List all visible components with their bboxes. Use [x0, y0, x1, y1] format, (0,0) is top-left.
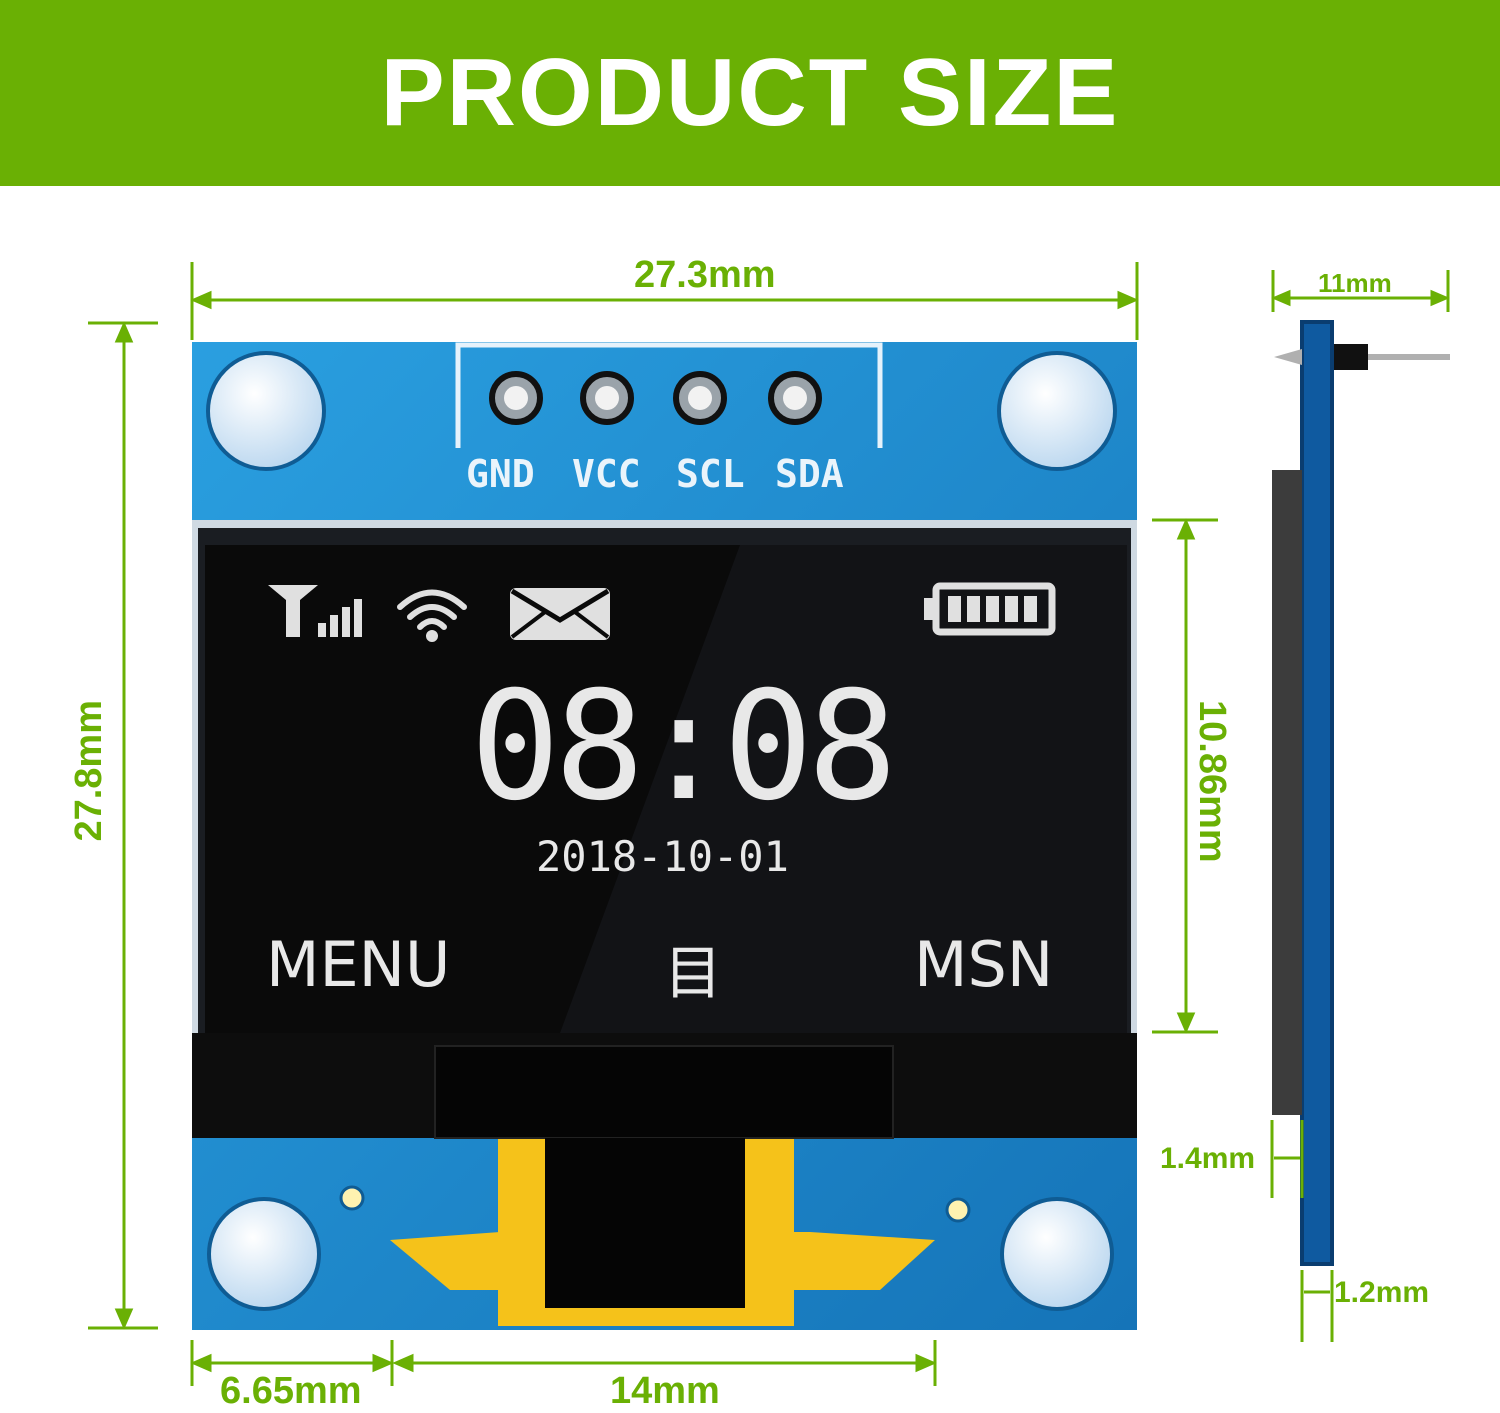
small-hole-left [339, 1185, 365, 1211]
dimension-height: 27.8mm [68, 700, 110, 842]
dimension-hole-offset: 6.65mm [220, 1370, 362, 1412]
pin-label-gnd: GND [466, 452, 535, 496]
pin-label-vcc: VCC [572, 452, 641, 496]
page-title: PRODUCT SIZE [380, 39, 1120, 146]
small-hole-right [945, 1197, 971, 1223]
wifi-icon [397, 589, 467, 642]
display-softkey-msn: MSN [914, 928, 1054, 1001]
display-time: 08:08 [470, 660, 898, 834]
dimension-side-depth: 11mm [1318, 268, 1392, 298]
mount-hole-top-left [206, 351, 326, 471]
side-pin [1368, 354, 1450, 360]
pin-header-outline [455, 342, 883, 448]
title-banner [0, 0, 1500, 186]
battery-icon [924, 582, 1056, 636]
mail-icon [510, 588, 610, 640]
display-softkey-menu: MENU [266, 928, 451, 1001]
dimension-lines [88, 262, 1450, 1386]
pin-label-sda: SDA [775, 452, 844, 496]
dimension-screen-height: 10.86mm [1191, 700, 1233, 863]
dimension-side-pcb: 1.2mm [1334, 1276, 1430, 1309]
dimension-cable-width: 14mm [610, 1370, 720, 1412]
side-pcb [1300, 320, 1334, 1266]
mount-hole-top-right [997, 351, 1117, 471]
mount-hole-bottom-right [1000, 1197, 1114, 1311]
signal-icon [268, 585, 362, 637]
dimension-width: 27.3mm [634, 254, 776, 296]
side-pin-header [1334, 344, 1368, 370]
side-screen [1272, 470, 1302, 1115]
display-date: 2018-10-01 [536, 832, 789, 881]
dimension-side-screen: 1.4mm [1160, 1142, 1256, 1175]
mount-hole-bottom-left [207, 1197, 321, 1311]
pin-label-scl: SCL [676, 452, 745, 496]
driver-chip [434, 1045, 894, 1139]
display-softkey-center: 目 [664, 939, 723, 1007]
